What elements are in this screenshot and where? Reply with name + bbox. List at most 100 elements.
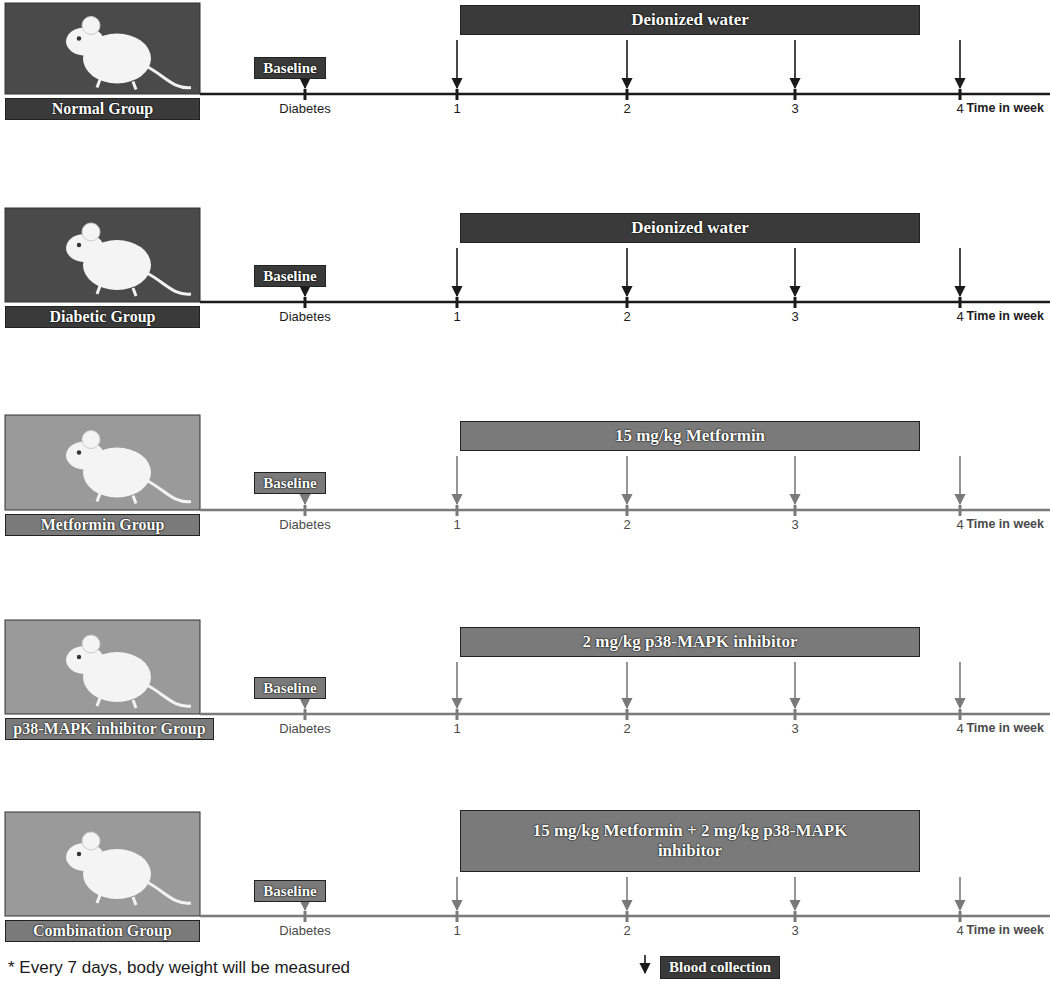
mouse-eye [77,655,81,659]
box-text: p38-MAPK inhibitor Group [13,720,205,738]
tick-label: 4 [956,517,963,532]
axis-tick [626,297,629,308]
blood-collection-arrow [794,662,796,708]
axis-tick [304,297,307,308]
tick-label: 2 [623,309,630,324]
axis-tick [304,709,307,720]
tick-label: 3 [791,101,798,116]
blood-collection-arrow [626,456,628,504]
box-text: Baseline [263,60,316,77]
picture-frame [5,3,200,94]
tick-label: 4 [956,309,963,324]
axis-title: Time in week [966,517,1044,531]
time-axis [200,915,1050,918]
blood-collection-arrow [626,662,628,708]
axis-tick [304,89,307,100]
mouse-picture [5,620,200,714]
axis-title: Time in week [966,309,1044,323]
axis-title: Time in week [966,101,1044,115]
time-axis [200,93,1050,96]
mouse-picture [5,208,200,302]
mouse-symbol [66,431,191,504]
blood-collection-arrow [959,662,961,708]
axis-tick [456,297,459,308]
picture-frame [5,812,200,916]
mouse-feet [97,895,136,905]
box-text: Baseline [263,883,316,900]
group-label: Normal Group [5,98,200,120]
axis-tick [794,911,797,922]
tick-label: 2 [623,923,630,938]
tick-label: 2 [623,517,630,532]
group-label: Combination Group [5,920,200,942]
mouse-tail [145,480,191,502]
baseline-box: Baseline [254,677,326,699]
mouse-feet [97,494,136,504]
mouse-tail [145,272,191,294]
mouse-ear [82,431,100,449]
axis-tick [626,911,629,922]
legend-item: Blood collection [636,953,780,981]
box-text: Baseline [263,475,316,492]
mouse-feet [97,286,136,296]
axis-tick [794,89,797,100]
baseline-box: Baseline [254,265,326,287]
mouse-ear [82,223,100,241]
tick-label: 4 [956,923,963,938]
tick-label: 1 [453,517,460,532]
tick-label: 1 [453,721,460,736]
axis-tick [304,911,307,922]
box-text: Deionized water [631,10,749,30]
time-axis [200,713,1050,716]
mouse-symbol [66,223,191,296]
row-art [5,620,1050,720]
box-text: Baseline [263,680,316,697]
axis-tick [959,709,962,720]
blood-collection-arrow [456,877,458,910]
baseline-box: Baseline [254,57,326,79]
blood-collection-arrow [626,248,628,296]
blood-collection-arrow [794,877,796,910]
mouse-picture [5,3,200,94]
axis-tick [959,89,962,100]
treatment-bar: Deionized water [460,5,920,35]
axis-tick [626,89,629,100]
tick-label: 4 [956,101,963,116]
blood-collection-arrow [626,877,628,910]
blood-collection-arrow [304,904,306,910]
box-text: 2 mg/kg p38-MAPK inhibitor [583,632,798,652]
treatment-bar: Deionized water [460,213,920,243]
box-text: 15 mg/kg Metformin [615,426,765,446]
tick-label: 3 [791,517,798,532]
axis-tick [794,505,797,516]
axis-tick [794,297,797,308]
box-text: 15 mg/kg Metformin + 2 mg/kg p38-MAPK in… [525,821,855,862]
tick-label: 1 [453,101,460,116]
baseline-box: Baseline [254,880,326,902]
group-label: Diabetic Group [5,306,200,328]
axis-tick [456,505,459,516]
mouse-symbol [66,17,191,90]
tick-label: 2 [623,721,630,736]
picture-frame [5,415,200,510]
legend-text: Blood collection [660,956,780,979]
blood-collection-arrow [304,81,306,88]
tick-label: 1 [453,309,460,324]
tick-label: 2 [623,101,630,116]
footnote: * Every 7 days, body weight will be meas… [8,958,350,978]
mouse-symbol [66,832,191,905]
axis-tick [626,505,629,516]
mouse-feet [97,80,136,90]
axis-tick [304,505,307,516]
tick-label: Diabetes [279,923,330,938]
legend-arrow [636,953,654,981]
group-label: Metformin Group [5,514,200,536]
baseline-box: Baseline [254,472,326,494]
axis-tick [959,297,962,308]
mouse-ear [82,635,100,653]
axis-tick [794,709,797,720]
axis-tick [626,709,629,720]
blood-collection-arrow [304,701,306,708]
axis-tick [959,911,962,922]
